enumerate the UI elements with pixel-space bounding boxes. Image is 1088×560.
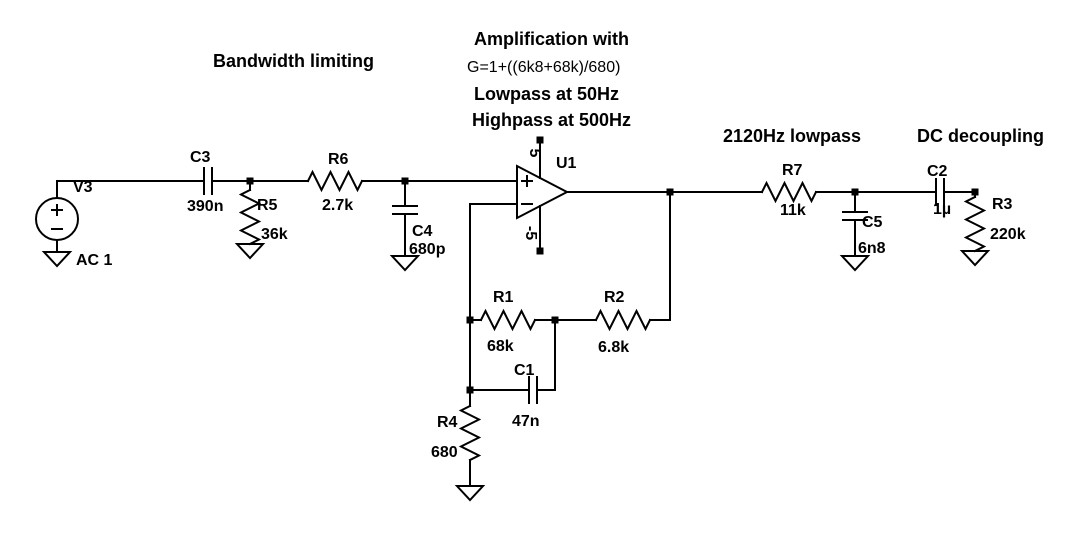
supply-neg-label[interactable]: -5 [522, 226, 539, 240]
noninverting-input-mark [521, 175, 533, 187]
value-label-c2[interactable]: 1µ [933, 201, 951, 218]
component-c5-capacitor[interactable]: C5 6n8 [842, 211, 886, 257]
ref-label-r2[interactable]: R2 [604, 289, 625, 306]
value-label-r7[interactable]: 11k [780, 202, 806, 219]
annotation-gain-formula: G=1+((6k8+68k)/680) [467, 59, 620, 76]
ref-label-c4[interactable]: C4 [412, 223, 433, 240]
ref-label-r1[interactable]: R1 [493, 289, 514, 306]
ref-label-r3[interactable]: R3 [992, 196, 1013, 213]
ref-label-c5[interactable]: C5 [862, 214, 883, 231]
junction-dot [551, 316, 559, 324]
capacitor-symbol[interactable] [203, 167, 213, 195]
wires [56, 180, 976, 487]
component-c3-capacitor[interactable]: C3 390n [187, 149, 223, 215]
wire-segment [56, 180, 205, 199]
plus-mark [51, 204, 63, 216]
annotation-lowpass-50hz: Lowpass at 50Hz [474, 84, 619, 104]
value-label-v3[interactable]: AC 1 [76, 252, 113, 269]
component-c1-capacitor[interactable]: C1 47n [512, 362, 540, 430]
ref-label-c1[interactable]: C1 [514, 362, 535, 379]
opamp-symbol[interactable] [516, 164, 570, 220]
supply-neg-node [536, 247, 544, 255]
capacitor-symbol[interactable] [392, 205, 418, 215]
component-r1-resistor[interactable]: R1 68k [480, 289, 536, 355]
component-r3-resistor[interactable]: R3 220k [965, 196, 1026, 252]
resistor-symbol[interactable] [307, 171, 363, 191]
ground-symbol [391, 255, 419, 271]
junction-dot [971, 188, 979, 196]
value-label-c5[interactable]: 6n8 [858, 240, 886, 257]
ref-label-u1[interactable]: U1 [556, 155, 577, 172]
junction-dot [666, 188, 674, 196]
wire-segment [469, 203, 518, 407]
value-label-c4[interactable]: 680p [409, 241, 446, 258]
annotation-2120hz-lowpass: 2120Hz lowpass [723, 126, 861, 146]
ref-label-r6[interactable]: R6 [328, 151, 349, 168]
component-c4-capacitor[interactable]: C4 680p [392, 205, 446, 258]
wire-segment [649, 191, 671, 321]
annotation-dc-decoupling: DC decoupling [917, 126, 1044, 146]
resistor-symbol[interactable] [480, 310, 536, 330]
junction-dot [851, 188, 859, 196]
ground-symbol [841, 255, 869, 271]
value-label-r6[interactable]: 2.7k [322, 197, 353, 214]
value-label-c1[interactable]: 47n [512, 413, 540, 430]
voltage-source-symbol[interactable] [35, 197, 79, 241]
value-label-r4[interactable]: 680 [431, 444, 458, 461]
resistor-symbol[interactable] [965, 196, 985, 252]
junction-dot [466, 386, 474, 394]
component-r6-resistor[interactable]: R6 2.7k [307, 151, 363, 214]
ref-label-r7[interactable]: R7 [782, 162, 803, 179]
component-r5-resistor[interactable]: R5 36k [240, 189, 288, 245]
resistor-symbol[interactable] [595, 310, 651, 330]
value-label-r1[interactable]: 68k [487, 338, 514, 355]
resistor-symbol[interactable] [761, 182, 817, 202]
component-v3-voltage-source[interactable]: V3 AC 1 [35, 179, 113, 269]
capacitor-symbol[interactable] [935, 178, 945, 206]
component-u1-opamp[interactable]: U1 5 -5 [516, 136, 577, 255]
capacitor-symbol[interactable] [842, 211, 868, 221]
junctions [246, 177, 979, 394]
component-c2-capacitor[interactable]: C2 1µ [927, 163, 951, 218]
ref-label-c2[interactable]: C2 [927, 163, 948, 180]
ground-symbol [236, 243, 264, 259]
capacitor-symbol[interactable] [528, 376, 538, 404]
junction-dot [466, 316, 474, 324]
value-label-r3[interactable]: 220k [990, 226, 1026, 243]
supply-pos-label[interactable]: 5 [526, 149, 543, 158]
junction-dot [246, 177, 254, 185]
ref-label-c3[interactable]: C3 [190, 149, 211, 166]
resistor-symbol[interactable] [460, 405, 480, 461]
ground-symbol [456, 485, 484, 501]
ground-symbol [961, 250, 989, 266]
ground-symbol [43, 251, 71, 267]
wire-segment [536, 319, 556, 391]
value-label-r5[interactable]: 36k [261, 226, 288, 243]
ref-label-r5[interactable]: R5 [257, 197, 278, 214]
annotation-amplification: Amplification with [474, 29, 629, 49]
ref-label-v3[interactable]: V3 [73, 179, 93, 196]
supply-pos-node [536, 136, 544, 144]
annotation-highpass-500hz: Highpass at 500Hz [472, 110, 631, 130]
annotation-bandwidth-limiting: Bandwidth limiting [213, 51, 374, 71]
component-r2-resistor[interactable]: R2 6.8k [595, 289, 651, 356]
junction-dot [401, 177, 409, 185]
annotations: Bandwidth limiting Amplification with G=… [213, 29, 1044, 146]
value-label-r2[interactable]: 6.8k [598, 339, 629, 356]
value-label-c3[interactable]: 390n [187, 198, 223, 215]
component-r7-resistor[interactable]: R7 11k [761, 162, 817, 219]
component-r4-resistor[interactable]: R4 680 [431, 405, 480, 461]
ref-label-r4[interactable]: R4 [437, 414, 458, 431]
